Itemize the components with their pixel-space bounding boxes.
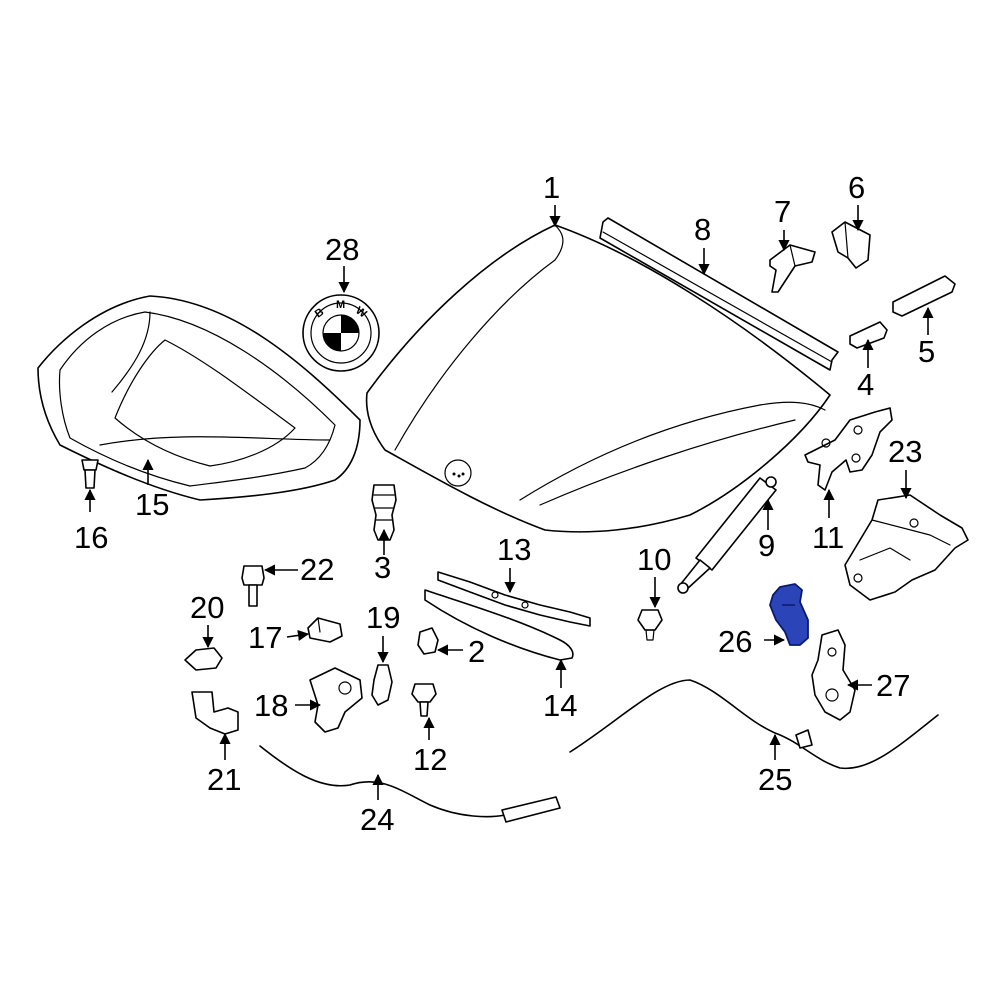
cap-20[interactable]: [184, 647, 223, 671]
callout-4[interactable]: 4: [857, 367, 874, 402]
release-handle[interactable]: [309, 667, 363, 733]
gas-strut[interactable]: [677, 476, 777, 594]
trim-piece-5[interactable]: [892, 275, 956, 317]
hood-insulation-pad[interactable]: [37, 295, 361, 501]
hood-seal-strip[interactable]: [599, 217, 839, 371]
leader-lines: [84, 205, 934, 800]
callout-23[interactable]: 23: [888, 434, 922, 469]
callout-8[interactable]: 8: [694, 212, 711, 247]
callout-5[interactable]: 5: [918, 334, 935, 369]
callout-3[interactable]: 3: [374, 550, 391, 585]
callout-15[interactable]: 15: [135, 487, 169, 522]
callout-24[interactable]: 24: [360, 802, 394, 837]
callout-12[interactable]: 12: [413, 742, 447, 777]
clip-nut-2[interactable]: [417, 627, 439, 655]
callout-17[interactable]: 17: [248, 620, 282, 655]
callout-7[interactable]: 7: [774, 194, 791, 229]
release-cable-25[interactable]: [569, 679, 939, 770]
trim-piece-4[interactable]: [849, 321, 888, 349]
seal-13[interactable]: [437, 571, 591, 627]
hood-latch[interactable]: [811, 629, 856, 721]
callout-10[interactable]: 10: [637, 542, 671, 577]
clip-19[interactable]: [371, 664, 393, 706]
callout-2[interactable]: 2: [468, 634, 485, 669]
callout-27[interactable]: 27: [876, 668, 910, 703]
callout-18[interactable]: 18: [254, 688, 288, 723]
hood-panel[interactable]: [365, 224, 831, 533]
callout-25[interactable]: 25: [758, 762, 792, 797]
callout-22[interactable]: 22: [300, 552, 334, 587]
callout-21[interactable]: 21: [207, 762, 241, 797]
callout-13[interactable]: 13: [497, 532, 531, 567]
callout-26[interactable]: 26: [718, 624, 752, 659]
bolt-22[interactable]: [241, 565, 265, 607]
callout-11[interactable]: 11: [812, 520, 844, 555]
hinge-mounting-bracket[interactable]: [844, 494, 969, 601]
push-clip-16[interactable]: [81, 459, 99, 489]
callout-19[interactable]: 19: [366, 600, 400, 635]
emblem-letter-m: M: [336, 299, 345, 311]
bracket-6[interactable]: [831, 221, 871, 269]
callout-20[interactable]: 20: [190, 590, 224, 625]
callout-9[interactable]: 9: [758, 528, 775, 563]
callout-1[interactable]: 1: [543, 170, 560, 205]
callout-16[interactable]: 16: [74, 520, 108, 555]
release-cable-24[interactable]: [259, 745, 561, 823]
hood-buffer[interactable]: [637, 609, 663, 641]
hood-hinge[interactable]: [804, 407, 893, 491]
bracket-7[interactable]: [769, 244, 816, 293]
callout-6[interactable]: 6: [848, 170, 865, 205]
clip-17[interactable]: [307, 617, 343, 643]
bracket-21[interactable]: [191, 691, 239, 735]
highlighted-latch-bracket[interactable]: [769, 583, 809, 646]
bmw-emblem[interactable]: B M W: [302, 294, 380, 372]
buffer-stop[interactable]: [371, 484, 397, 541]
callout-14[interactable]: 14: [543, 688, 577, 723]
callout-28[interactable]: 28: [325, 232, 359, 267]
callout-labels: 1 2 3 4 5 6 7 8 9 10 11 12 13 14 15 16 1…: [74, 170, 935, 837]
screw-12[interactable]: [411, 683, 437, 717]
seal-14[interactable]: [424, 589, 574, 661]
